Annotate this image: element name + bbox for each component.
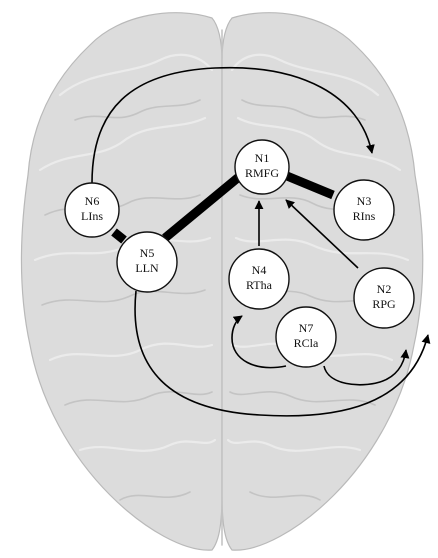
left-hemisphere: [20, 12, 223, 551]
edges: [91, 66, 431, 417]
node-n5-abbr: LLN: [135, 261, 159, 275]
node-n2: N2 RPG: [353, 267, 415, 329]
node-n1: N1 RMFG: [234, 139, 290, 195]
node-n6: N6 LIns: [64, 182, 120, 238]
node-n1-abbr: RMFG: [245, 166, 279, 180]
edge-n2-to-n1: [285, 199, 359, 269]
node-n7-id: N7: [299, 321, 314, 335]
node-n5-id: N5: [140, 246, 155, 260]
edge-n5-n6: [111, 228, 127, 244]
edge-n5-to-n2: [134, 290, 431, 417]
node-n2-abbr: RPG: [372, 297, 396, 311]
edge-n1-n3: [285, 171, 335, 200]
node-n6-abbr: LIns: [81, 209, 103, 223]
node-n5: N5 LLN: [116, 231, 178, 293]
node-n7-abbr: RCla: [294, 336, 319, 350]
node-n7: N7 RCla: [275, 306, 337, 368]
node-n4: N4 RTha: [228, 248, 290, 310]
node-n3: N3 RIns: [333, 179, 395, 241]
edge-n1-n5: [162, 172, 243, 242]
node-n3-abbr: RIns: [353, 209, 376, 223]
edge-n7-to-n4: [231, 315, 287, 369]
node-n3-id: N3: [357, 194, 372, 208]
node-n6-id: N6: [85, 194, 100, 208]
node-n4-abbr: RTha: [246, 278, 273, 292]
edge-n7-to-n2: [323, 349, 410, 386]
nodes: N1 RMFG N2 RPG N3 RIns N4 RTha N5 LLN N6…: [64, 139, 415, 368]
node-n4-id: N4: [252, 263, 267, 277]
node-n1-id: N1: [255, 151, 270, 165]
node-n2-id: N2: [377, 282, 392, 296]
edge-n6-to-n3: [91, 66, 375, 184]
